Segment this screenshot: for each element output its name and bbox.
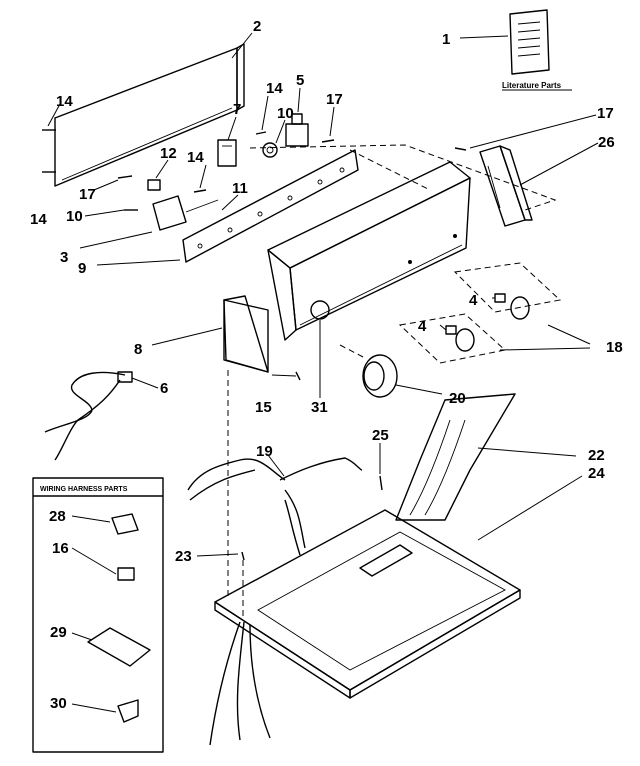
- callout-23: 23: [175, 548, 192, 565]
- callout-4: 4: [418, 318, 427, 335]
- callout-8: 8: [134, 341, 142, 358]
- callout-6: 6: [160, 380, 168, 397]
- callout-5: 5: [296, 72, 304, 89]
- clip-12: [147, 179, 161, 191]
- callout-3: 3: [60, 249, 68, 266]
- leader-lines: [47, 32, 599, 713]
- callout-17: 17: [79, 186, 96, 203]
- timer-switch: [217, 139, 237, 167]
- callouts: 1 2 14 14 14 14 5 17 17 17 7 10 10 26 12…: [30, 18, 623, 712]
- dryer-top: [214, 509, 521, 699]
- knob-group: [398, 262, 562, 364]
- callout-17: 17: [326, 91, 343, 108]
- callout-28: 28: [49, 508, 66, 525]
- callout-2: 2: [253, 18, 261, 35]
- callout-29: 29: [50, 624, 67, 641]
- lint-screen-cover: [395, 393, 516, 521]
- literature-parts: Literature Parts: [502, 9, 572, 91]
- timer-knob: [339, 344, 398, 398]
- end-cap: [479, 145, 533, 227]
- wiring-harness-19: [187, 457, 363, 556]
- callout-14: 14: [56, 93, 73, 110]
- callout-16: 16: [52, 540, 69, 557]
- callout-11: 11: [232, 180, 248, 197]
- back-panel: [54, 43, 245, 187]
- literature-label: Literature Parts: [502, 81, 562, 90]
- washer-10: [262, 142, 278, 158]
- callout-17: 17: [597, 105, 614, 122]
- callout-10: 10: [277, 105, 294, 122]
- callout-9: 9: [78, 260, 86, 277]
- callout-30: 30: [50, 695, 67, 712]
- lower-wiring: [209, 370, 271, 746]
- callout-14: 14: [187, 149, 204, 166]
- callout-7: 7: [233, 101, 241, 118]
- callout-10: 10: [66, 208, 83, 225]
- callout-15: 15: [255, 399, 272, 416]
- console-end-panel: [223, 295, 269, 373]
- callout-25: 25: [372, 427, 389, 444]
- callout-14: 14: [30, 211, 47, 228]
- callout-22: 22: [588, 447, 605, 464]
- terminal-block: [152, 195, 219, 231]
- wiring-harness-parts-box: WIRING HARNESS PARTS: [32, 477, 164, 753]
- callout-12: 12: [160, 145, 177, 162]
- callout-4: 4: [469, 292, 478, 309]
- callout-14: 14: [266, 80, 283, 97]
- screws: [42, 129, 467, 561]
- switch-5: [285, 113, 309, 147]
- callout-1: 1: [442, 31, 450, 48]
- control-panel-bracket: [182, 149, 359, 263]
- callout-20: 20: [449, 390, 466, 407]
- callout-26: 26: [598, 134, 615, 151]
- callout-19: 19: [256, 443, 273, 460]
- wiring-harness-6: [44, 371, 133, 461]
- callout-24: 24: [588, 465, 605, 482]
- callout-18: 18: [606, 339, 623, 356]
- callout-31: 31: [311, 399, 328, 416]
- wiring-box-title: WIRING HARNESS PARTS: [40, 486, 128, 493]
- console: [267, 161, 471, 341]
